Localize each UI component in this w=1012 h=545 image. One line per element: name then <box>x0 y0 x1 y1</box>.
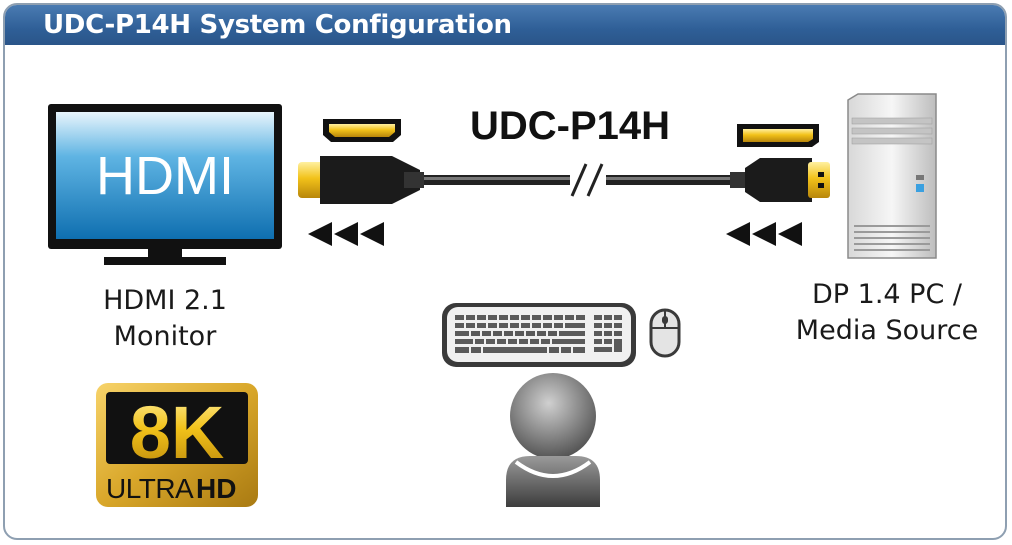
monitor-label: HDMI 2.1 Monitor <box>70 283 260 355</box>
cable-name-label: UDC-P14H <box>469 104 671 148</box>
header-bar: UDC-P14H System Configuration <box>5 5 1005 45</box>
source-label-line2: Media Source <box>795 315 979 346</box>
monitor-label-line2: Monitor <box>113 321 217 352</box>
page-title: UDC-P14H System Configuration <box>43 10 512 40</box>
left-arrows-icon <box>308 222 384 246</box>
source-label-line1: DP 1.4 PC / <box>812 279 962 310</box>
left-arrows-icon-right <box>726 222 802 246</box>
mouse-icon <box>649 308 681 358</box>
pc-tower-icon <box>847 93 937 259</box>
user-icon <box>506 373 600 507</box>
8k-ultra-hd-badge: 8K ULTRA HD <box>96 383 258 507</box>
badge-ultra-text: ULTRA <box>106 473 194 504</box>
keyboard-icon <box>442 303 636 367</box>
displayport-plug <box>730 158 830 202</box>
displayport-connector-icon <box>737 124 819 147</box>
monitor-label-line1: HDMI 2.1 <box>103 285 227 316</box>
cable <box>420 163 740 197</box>
badge-8k-text: 8K <box>130 391 225 474</box>
monitor-screen-text: HDMI <box>96 146 234 206</box>
badge-hd-text: HD <box>196 473 236 504</box>
hdmi-connector-icon <box>323 119 401 142</box>
hdmi-plug <box>298 156 424 204</box>
hdmi-monitor-icon: HDMI <box>48 104 282 265</box>
source-label: DP 1.4 PC / Media Source <box>780 277 994 349</box>
